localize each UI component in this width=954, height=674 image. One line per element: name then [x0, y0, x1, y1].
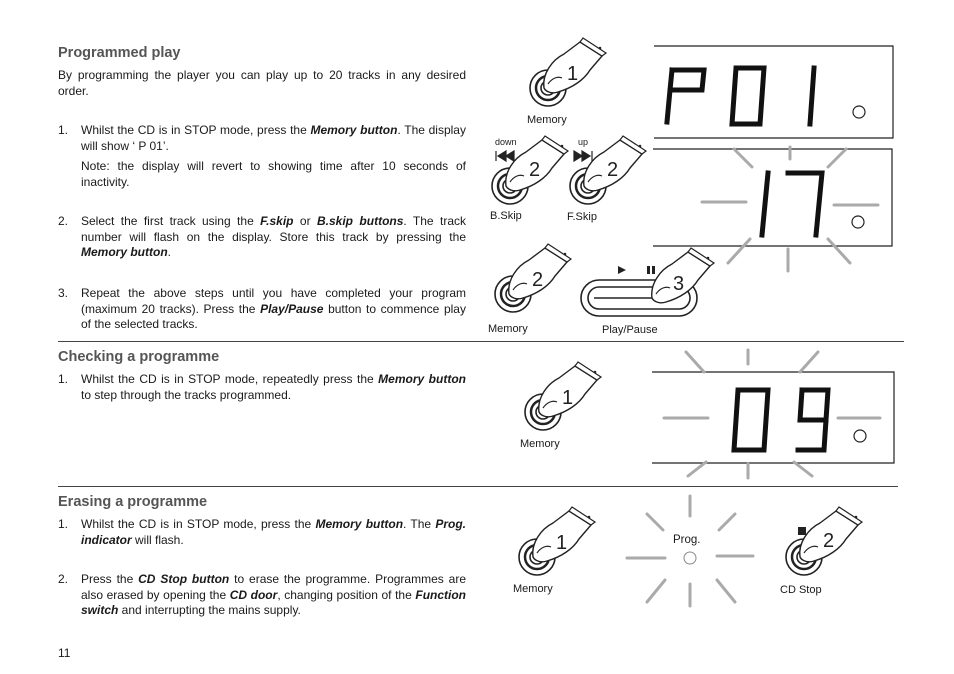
prog-label: Prog.	[673, 534, 701, 546]
finger-number: 1	[556, 532, 567, 554]
step-3-text: Repeat the above steps until you have co…	[81, 286, 466, 331]
step-number: 3.	[58, 286, 69, 300]
memory-button-illustration-4: 1	[517, 506, 596, 577]
step-number: 2.	[58, 214, 69, 228]
finger-number: 1	[567, 63, 578, 85]
page-number: 11	[58, 646, 71, 660]
cd-stop-label: CD Stop	[780, 584, 822, 596]
step-number: 1.	[58, 517, 69, 531]
memory-button-illustration-2: 2	[493, 243, 572, 314]
play-pause-label: Play/Pause	[602, 324, 658, 336]
finger-number: 2	[607, 159, 618, 181]
erasing-step-1-text: Whilst the CD is in STOP mode, press the…	[81, 517, 466, 547]
memory-label: Memory	[513, 583, 553, 595]
finger-number: 2	[532, 269, 543, 291]
finger-number: 2	[529, 159, 540, 181]
section-divider	[58, 486, 898, 487]
memory-label: Memory	[488, 323, 528, 335]
fskip-button-illustration: 2	[568, 135, 647, 206]
fskip-label: F.Skip	[567, 211, 597, 223]
bskip-label: B.Skip	[490, 210, 522, 222]
step-1-text: Whilst the CD is in STOP mode, press the…	[81, 123, 466, 153]
play-pause-button-illustration: 3	[580, 247, 715, 317]
step-2-text: Select the first track using the F.skip …	[81, 214, 467, 259]
cd-stop-button-illustration: 2	[784, 506, 863, 577]
lcd-display-p01	[654, 45, 894, 139]
memory-button-illustration: 1	[528, 37, 607, 108]
heading-erasing-programme: Erasing a programme	[58, 494, 208, 510]
memory-label: Memory	[520, 438, 560, 450]
memory-button-illustration-3: 1	[523, 361, 602, 432]
up-label: up	[578, 137, 589, 147]
finger-number: 3	[673, 273, 684, 295]
step-number: 2.	[58, 572, 69, 586]
heading-programmed-play: Programmed play	[58, 45, 181, 61]
finger-number: 1	[562, 387, 573, 409]
finger-number: 2	[823, 530, 834, 552]
checking-step-1-text: Whilst the CD is in STOP mode, repeatedl…	[81, 372, 466, 402]
lcd-display-17	[653, 145, 893, 273]
step-number: 1.	[58, 372, 69, 386]
step-1-note: Note: the display will revert to showing…	[81, 159, 466, 189]
erasing-step-2-text: Press the CD Stop button to erase the pr…	[81, 572, 467, 617]
section-divider	[58, 341, 904, 342]
bskip-button-illustration: 2	[490, 135, 569, 206]
memory-label: Memory	[527, 114, 567, 126]
prog-indicator-flashing	[625, 494, 755, 608]
intro-paragraph: By programming the player you can play u…	[58, 68, 466, 98]
down-label: down	[495, 137, 517, 147]
step-number: 1.	[58, 123, 69, 137]
lcd-display-09	[652, 348, 895, 480]
heading-checking-programme: Checking a programme	[58, 349, 220, 365]
